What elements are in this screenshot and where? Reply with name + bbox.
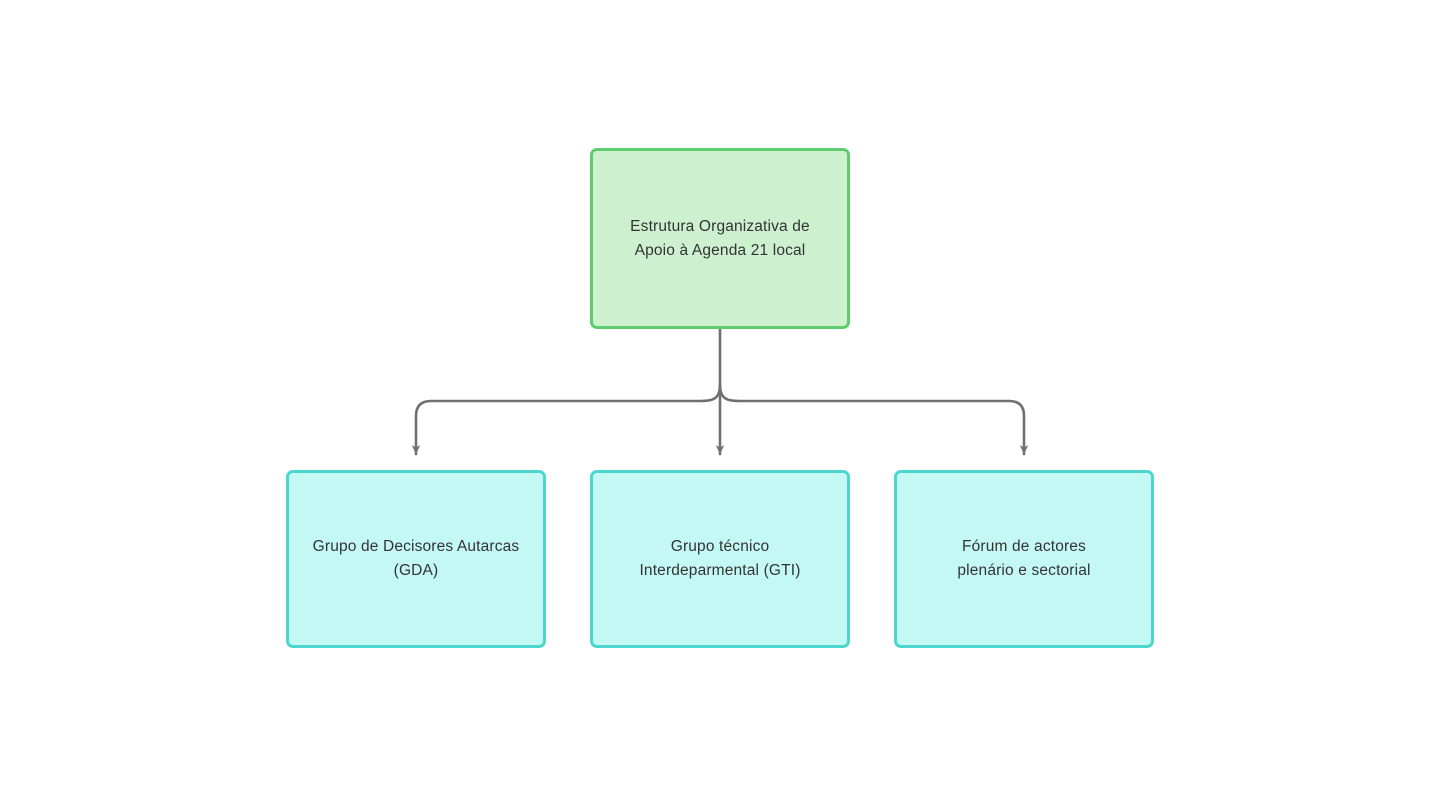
node-estrutura-organizativa[interactable]: Estrutura Organizativa de Apoio à Agenda… [590, 148, 850, 329]
node-label: Estrutura Organizativa de Apoio à Agenda… [630, 217, 810, 259]
node-label: Grupo técnico Interdeparmental (GTI) [639, 538, 801, 579]
node-forum-de-actores[interactable]: Fórum de actores plenário e sectorial [894, 470, 1154, 648]
node-grupo-decisores-autarcas[interactable]: Grupo de Decisores Autarcas (GDA) [286, 470, 546, 648]
edge-root-to-forum [718, 383, 1029, 456]
edge-root-to-gda [411, 383, 722, 456]
node-label: Fórum de actores plenário e sectorial [957, 538, 1091, 579]
node-label: Grupo de Decisores Autarcas (GDA) [312, 538, 520, 579]
node-grupo-tecnico-interdeparmental[interactable]: Grupo técnico Interdeparmental (GTI) [590, 470, 850, 648]
